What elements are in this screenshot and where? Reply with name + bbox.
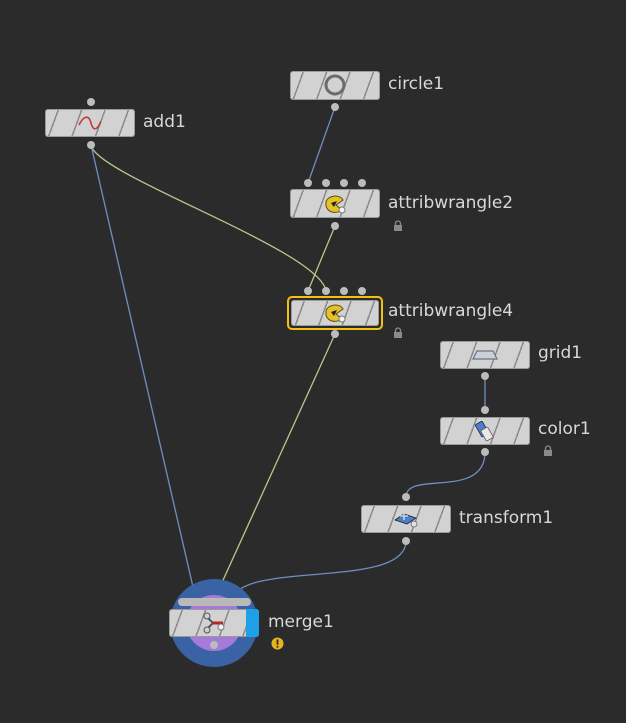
wrangle-icon — [325, 304, 346, 323]
circle-icon — [324, 74, 346, 96]
attribwrangle2-input-connector — [304, 179, 312, 187]
add1-tile[interactable] — [45, 109, 135, 137]
circle1-tile[interactable] — [290, 71, 380, 100]
attribwrangle2-input-connector — [358, 179, 366, 187]
attribwrangle4-tile[interactable] — [291, 300, 379, 326]
grid1-tile[interactable] — [440, 341, 530, 369]
add1-label: add1 — [143, 112, 186, 132]
add1-output-connector — [87, 141, 95, 149]
merge1-label: merge1 — [268, 612, 334, 632]
transform1-input-connector — [402, 493, 410, 501]
attribwrangle4-input-connector — [322, 287, 330, 295]
transform-icon — [394, 512, 418, 528]
attribwrangle2-output-connector — [331, 222, 339, 230]
color1-input-connector — [481, 406, 489, 414]
attribwrangle2-tile[interactable] — [290, 189, 380, 218]
wire-attribwrangle2-to-attribwrangle4[interactable] — [307, 225, 336, 292]
wire-transform1-to-merge1[interactable] — [231, 540, 407, 601]
grid-icon — [472, 350, 498, 360]
attribwrangle4-output-connector — [331, 330, 339, 338]
attribwrangle2-input-connector — [340, 179, 348, 187]
grid1-label: grid1 — [538, 343, 583, 363]
color1-label: color1 — [538, 419, 591, 439]
wire-attribwrangle4-to-merge1[interactable] — [213, 333, 336, 601]
transform1-tile[interactable] — [361, 505, 451, 533]
color1-output-connector — [481, 448, 489, 456]
lock-icon[interactable] — [393, 327, 403, 338]
connectors[interactable] — [87, 98, 489, 649]
merge1-tile[interactable] — [169, 609, 259, 637]
wire-circle1-to-attribwrangle2[interactable] — [307, 106, 336, 184]
attribwrangle4-selection-outline — [287, 296, 383, 330]
attribwrangle2-label: attribwrangle2 — [388, 193, 514, 213]
lock-icon[interactable] — [543, 445, 553, 456]
merge1-output-connector — [210, 641, 218, 649]
display-flag[interactable] — [246, 609, 259, 637]
lock-icon[interactable] — [393, 220, 403, 231]
transform1-label: transform1 — [459, 508, 554, 528]
attribwrangle4-input-connector — [340, 287, 348, 295]
grid1-output-connector — [481, 372, 489, 380]
warning-icon[interactable] — [271, 637, 284, 650]
color-icon — [475, 420, 494, 442]
wire-add1-to-merge1[interactable] — [90, 144, 197, 601]
add1-input-connector — [87, 98, 95, 106]
curve-icon — [78, 116, 102, 130]
wrangle-icon — [325, 195, 346, 214]
circle1-output-connector — [331, 103, 339, 111]
transform1-output-connector — [402, 537, 410, 545]
attribwrangle4-input-connector — [304, 287, 312, 295]
attribwrangle2-input-connector — [322, 179, 330, 187]
color1-tile[interactable] — [440, 417, 530, 445]
wire-add1-to-attribwrangle4[interactable] — [90, 144, 327, 292]
attribwrangle4-label: attribwrangle4 — [388, 301, 514, 321]
wire-color1-to-transform1[interactable] — [405, 451, 486, 498]
attribwrangle4-input-connector — [358, 287, 366, 295]
merge-icon — [203, 612, 225, 634]
circle1-label: circle1 — [388, 74, 445, 94]
